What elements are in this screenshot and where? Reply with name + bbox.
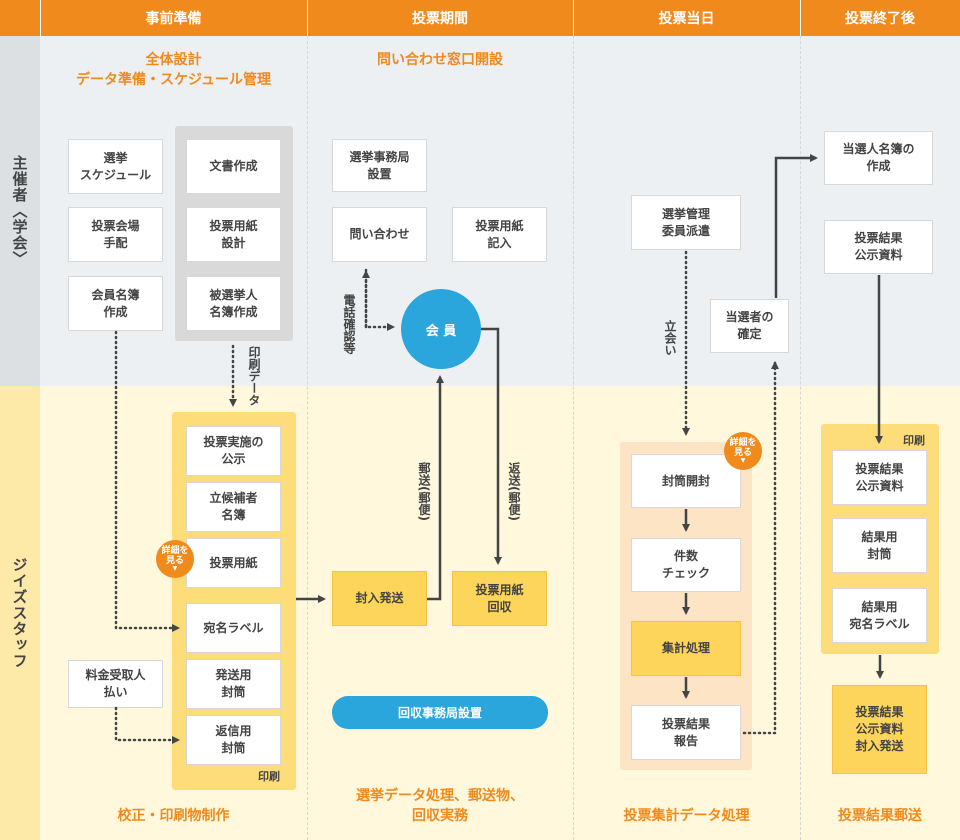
box-doc-create: 文書作成 xyxy=(186,139,281,194)
details-text: 詳細を 見る xyxy=(161,546,189,566)
header-corner xyxy=(0,0,40,36)
details-text: 詳細を 見る xyxy=(729,438,757,458)
details-badge-ballot[interactable]: 詳細を 見る ▼ xyxy=(156,540,194,578)
box-count-check: 件数 チェック xyxy=(631,538,741,592)
label-print-data: 印刷データ xyxy=(247,346,261,406)
box-notice: 投票実施の 公示 xyxy=(186,426,281,476)
header-after-voting: 投票終了後 xyxy=(800,0,960,36)
box-inquiry: 問い合わせ xyxy=(332,207,427,262)
title-proof-print: 校正・印刷物制作 xyxy=(117,808,230,824)
header-preparation: 事前準備 xyxy=(40,0,307,36)
box-fee-payment: 料金受取人 払い xyxy=(68,660,163,708)
box-venue: 投票会場 手配 xyxy=(68,207,163,262)
organizer-side xyxy=(0,36,40,386)
box-admin-dispatch: 選挙管理 委員派遣 xyxy=(631,195,741,250)
box-result-report: 投票結果 報告 xyxy=(631,705,741,760)
box-result-envelope: 結果用 封筒 xyxy=(832,518,927,573)
label-witness: 立会い xyxy=(663,320,677,356)
chevron-down-icon: ▼ xyxy=(740,457,746,464)
box-result-doc-top: 投票結果 公示資料 xyxy=(824,220,933,274)
label-mail-send: 郵送(郵便) xyxy=(417,462,431,521)
box-winner-confirm: 当選者の 確定 xyxy=(710,299,789,353)
label-mail-return: 返送(郵便) xyxy=(507,462,521,521)
title-design: 全体設計 データ準備・スケジュール管理 xyxy=(75,52,272,88)
box-election-schedule: 選挙 スケジュール xyxy=(68,139,163,194)
box-send-envelope: 発送用 封筒 xyxy=(186,659,281,709)
box-return-envelope: 返信用 封筒 xyxy=(186,715,281,765)
box-enclose-send: 封入発送 xyxy=(332,571,427,626)
box-open-envelope: 封筒開封 xyxy=(631,454,741,508)
staff-side xyxy=(0,386,40,840)
row-label-staff: ジイズスタッフ xyxy=(10,557,29,669)
box-result-send: 投票結果 公示資料 封入発送 xyxy=(832,685,927,774)
box-candidate-list: 被選挙人 名簿作成 xyxy=(186,276,281,331)
row-label-organizer: 主催者〈学会〉 xyxy=(10,155,29,267)
label-print-2: 印刷 xyxy=(903,434,925,447)
box-result-doc-bottom: 投票結果 公示資料 xyxy=(832,450,927,505)
box-ballot-design: 投票用紙 設計 xyxy=(186,207,281,262)
chevron-down-icon: ▼ xyxy=(172,565,178,572)
box-result-label: 結果用 宛名ラベル xyxy=(832,588,927,643)
box-winner-list: 当選人名簿の 作成 xyxy=(824,131,933,185)
title-result-mailing: 投票結果郵送 xyxy=(838,808,922,824)
box-office-setup: 選挙事務局 設置 xyxy=(332,139,427,192)
label-print-1: 印刷 xyxy=(258,770,280,783)
title-tally-processing: 投票集計データ処理 xyxy=(623,808,750,824)
box-member-list: 会員名簿 作成 xyxy=(68,276,163,331)
box-tally: 集計処理 xyxy=(631,621,741,676)
details-badge-tally[interactable]: 詳細を 見る ▼ xyxy=(724,432,762,470)
label-phone-confirm: 電話確認等 xyxy=(342,294,356,354)
title-data-processing: 選挙データ処理、郵送物、 回収実務 xyxy=(356,788,524,824)
pill-collection-office: 回収事務局設置 xyxy=(332,696,548,729)
box-candidate-roster: 立候補者 名簿 xyxy=(186,482,281,532)
box-ballot: 投票用紙 xyxy=(186,538,281,588)
box-ballot-fill: 投票用紙 記入 xyxy=(452,207,547,262)
box-address-label: 宛名ラベル xyxy=(186,603,281,653)
member-circle: 会 員 xyxy=(401,289,481,369)
header-voting-period: 投票期間 xyxy=(307,0,573,36)
header-election-day: 投票当日 xyxy=(573,0,800,36)
box-ballot-collect: 投票用紙 回収 xyxy=(452,571,547,626)
title-inquiry-window: 問い合わせ窓口開設 xyxy=(377,52,503,68)
